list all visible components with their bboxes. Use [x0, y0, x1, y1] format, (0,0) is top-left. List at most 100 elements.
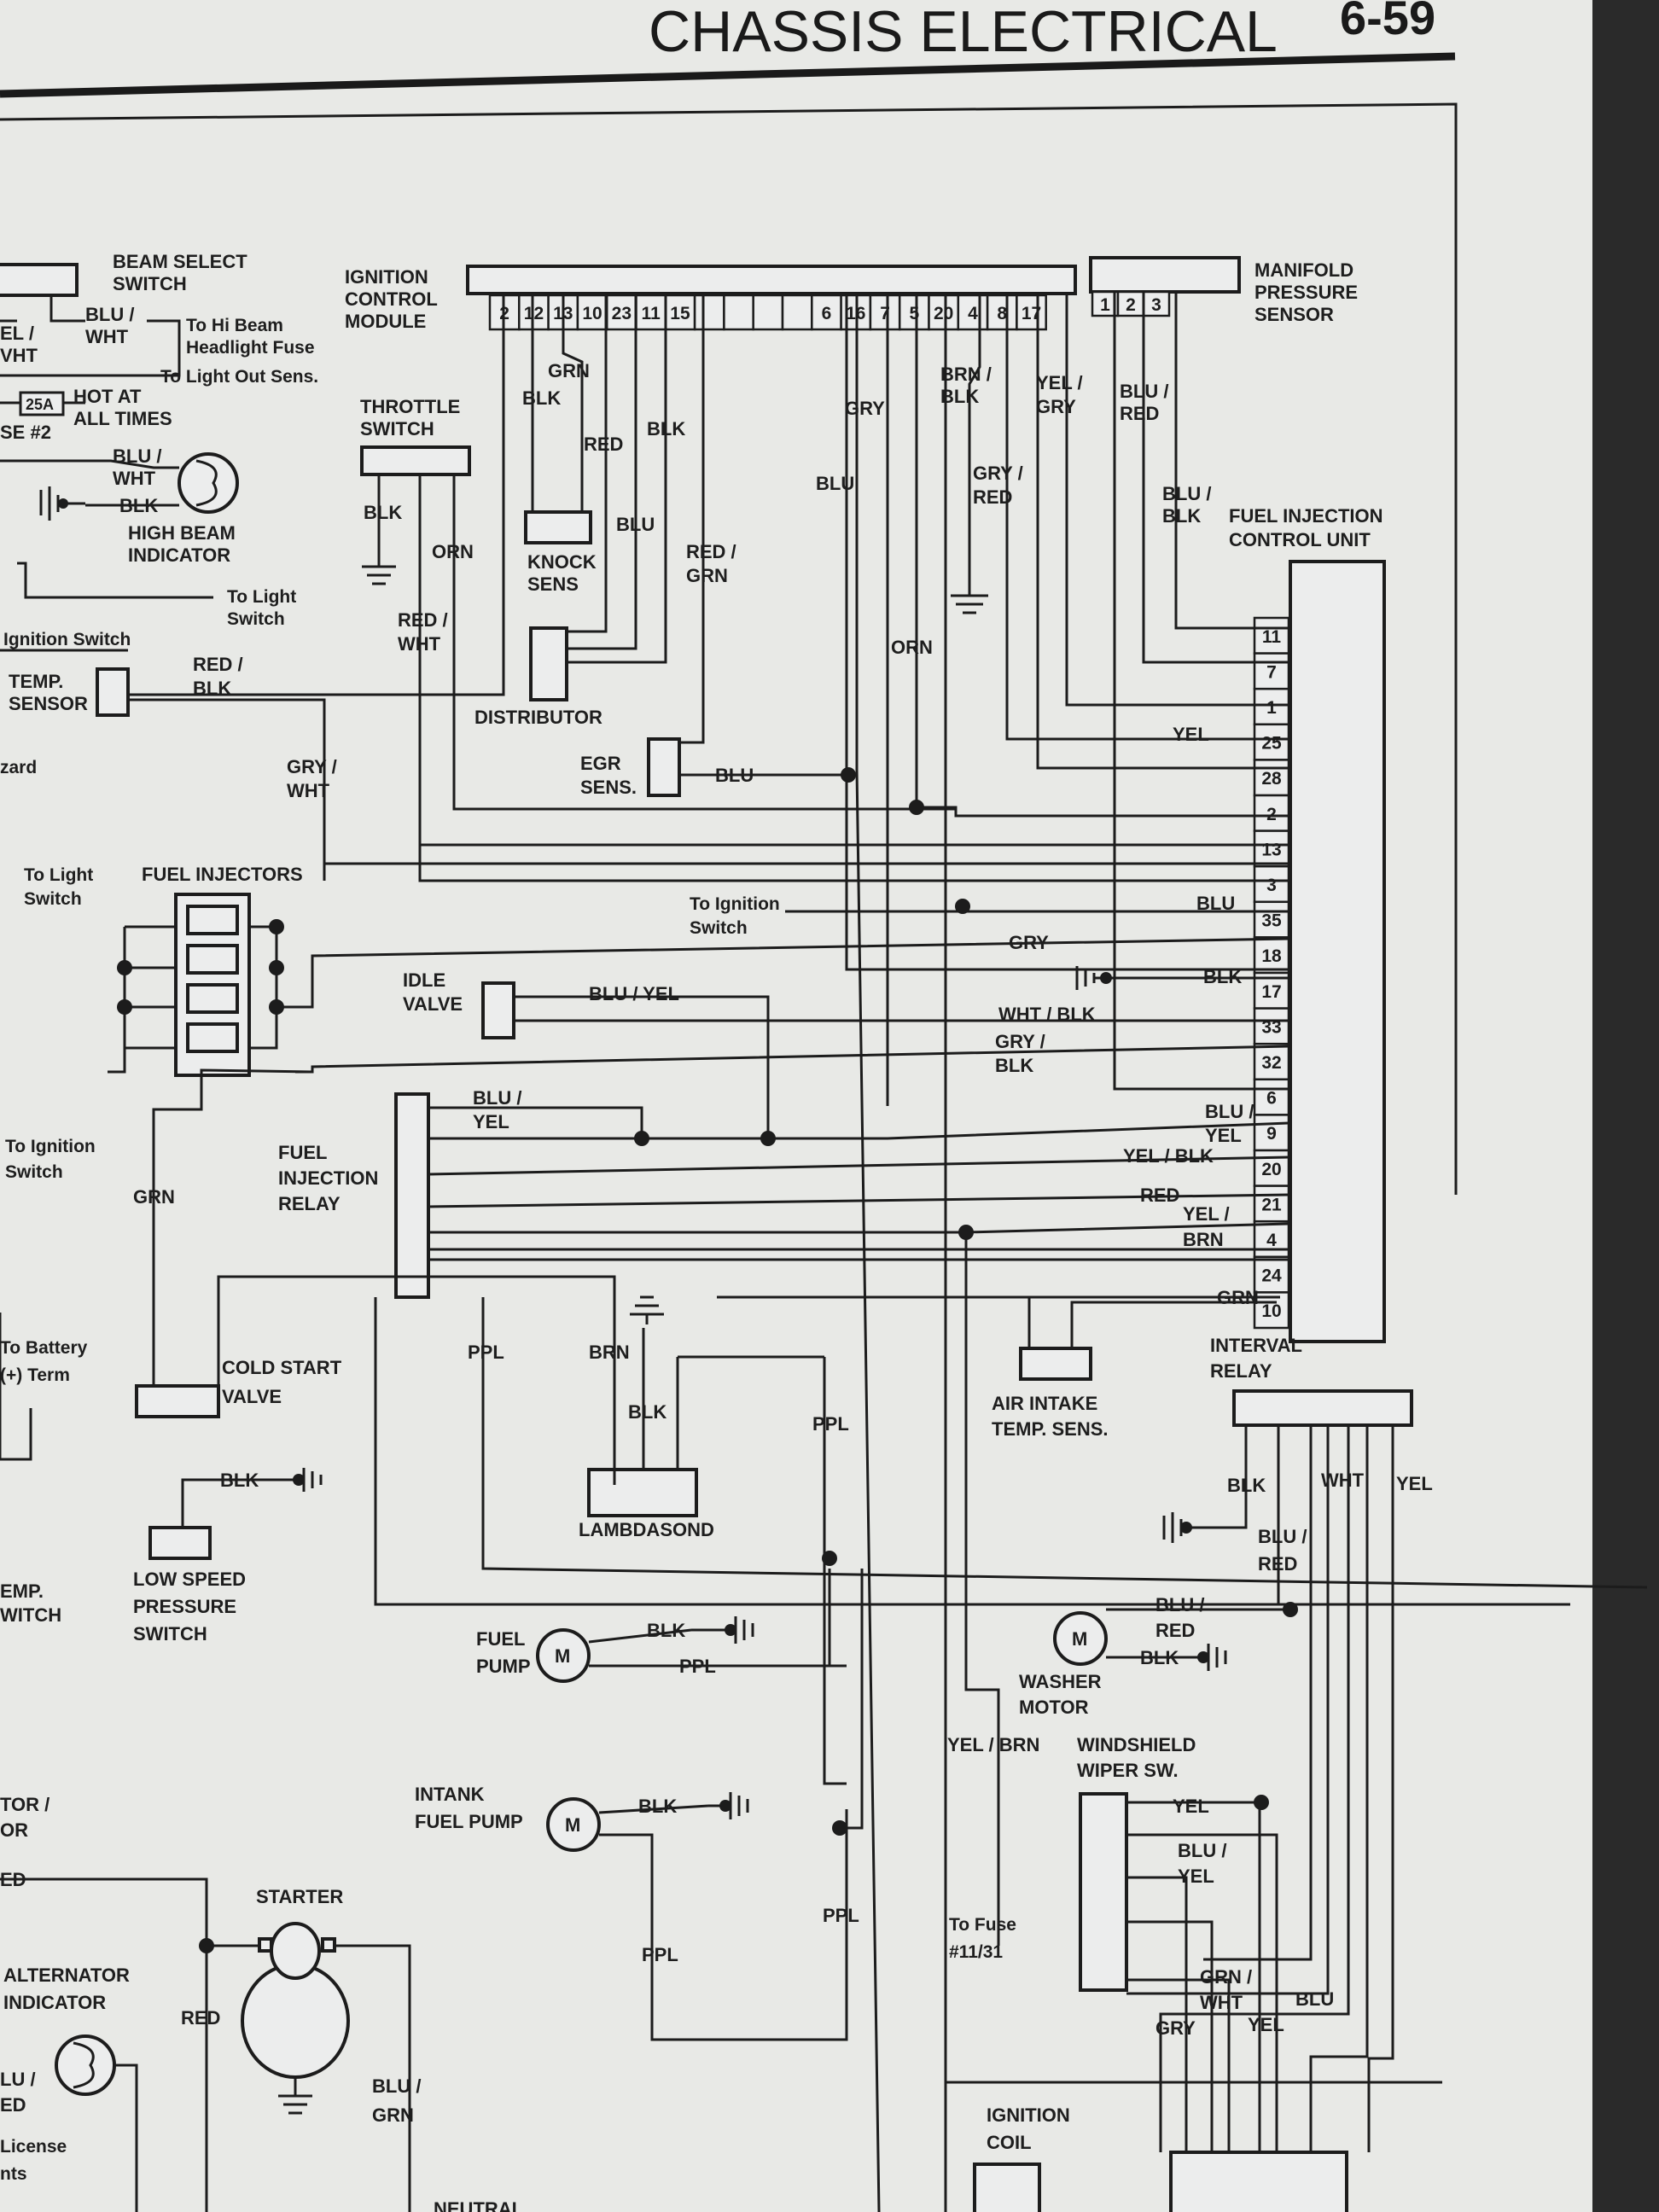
svg-text:RED: RED [584, 434, 623, 455]
wires [0, 292, 1648, 2212]
ecu-pin-label: 13 [1261, 840, 1281, 859]
ecu-pin-cell [1253, 900, 1290, 939]
svg-text:BLK: BLK [364, 502, 402, 523]
ignition-pin-cell [576, 294, 608, 331]
ground-starter [278, 2077, 312, 2115]
svg-text:WHT / BLK: WHT / BLK [998, 1004, 1096, 1025]
ignition-pin-label: 17 [1022, 304, 1041, 323]
ground-brn-blk [951, 589, 988, 614]
ecu-pin-cell [1253, 1185, 1290, 1223]
svg-text:BLU /YEL: BLU /YEL [473, 1087, 521, 1132]
distributor [529, 626, 568, 701]
svg-text:PPL: PPL [468, 1342, 504, 1363]
ignition-pin-label: 20 [934, 304, 953, 323]
ecu-pin-label: 6 [1266, 1089, 1277, 1109]
ignition-pin-cell [693, 294, 725, 331]
svg-text:BLU / YEL: BLU / YEL [589, 983, 679, 1004]
fuse-25a-label: 25A [26, 396, 54, 413]
svg-text:LU /ED: LU /ED [0, 2069, 36, 2116]
svg-text:BLK: BLK [119, 495, 158, 516]
fuel-injection-control-unit [1289, 560, 1386, 1343]
ecu-pin-label: 20 [1261, 1160, 1281, 1179]
ecu-pin-label: 17 [1261, 982, 1281, 1002]
idle-valve [481, 981, 515, 1039]
ecu-pin-cell [1253, 1042, 1290, 1081]
svg-text:BLU /YEL: BLU /YEL [1205, 1101, 1254, 1146]
ground-throttle-blk [362, 558, 396, 585]
svg-text:YEL: YEL [1173, 724, 1209, 745]
ecu-pin-label: 24 [1261, 1266, 1282, 1286]
svg-text:PPL: PPL [812, 1413, 849, 1435]
washer-motor [1053, 1611, 1108, 1666]
svg-text:BLU: BLU [715, 765, 754, 786]
washer-motor-m: M [1072, 1628, 1087, 1650]
injector-2 [186, 944, 239, 975]
svg-text:BLK: BLK [647, 418, 685, 439]
egr-sensor [647, 737, 681, 797]
svg-text:YEL: YEL [1396, 1473, 1433, 1494]
svg-text:BRN /BLK: BRN /BLK [940, 364, 992, 407]
low-speed-pressure-switch [148, 1526, 212, 1560]
ecu-pin-label: 28 [1261, 769, 1282, 789]
svg-text:YEL: YEL [1173, 1796, 1209, 1817]
svg-text:GRN: GRN [133, 1186, 175, 1208]
header-rule [0, 52, 1456, 98]
ecu-pin-cell [1253, 794, 1290, 832]
note-zard: zard [0, 758, 37, 777]
svg-text:BLU /RED: BLU /RED [1120, 381, 1168, 424]
svg-text:EL /VHT: EL /VHT [0, 323, 38, 366]
beam-select-switch [0, 263, 79, 297]
fuel-pump-motor [536, 1628, 591, 1683]
fuel-injection-relay [394, 1092, 430, 1299]
svg-text:YEL / BRN: YEL / BRN [947, 1734, 1039, 1755]
ignition-module-connector [466, 265, 1077, 295]
page-number: 6-59 [1340, 0, 1435, 44]
note-to-battery: To Battery(+) Term [0, 1338, 88, 1385]
ignition-pin-cell [986, 294, 1018, 331]
ecu-pin-label: 10 [1261, 1301, 1281, 1321]
svg-text:ORN: ORN [891, 637, 933, 658]
manifold-pressure-sensor [1089, 256, 1241, 294]
starter-body [241, 1963, 350, 2079]
starter-label: STARTER [256, 1886, 343, 1907]
svg-text:YEL / BLK: YEL / BLK [1123, 1145, 1214, 1167]
svg-text:BLK: BLK [628, 1401, 667, 1423]
svg-text:GRY: GRY [845, 398, 885, 419]
page-title: CHASSIS ELECTRICAL [649, 0, 1278, 64]
manifold-pin-label: 2 [1126, 295, 1136, 315]
wire-labels: EL /VHT BLU /WHT BLU /WHT BLK GRN BLK RE… [0, 304, 1433, 2126]
manifold-pin-label: 1 [1100, 295, 1110, 315]
starter-terminal-left [258, 1937, 273, 1953]
svg-text:BLU /RED: BLU /RED [1258, 1526, 1307, 1575]
svg-text:BLU /YEL: BLU /YEL [1178, 1840, 1226, 1887]
svg-text:GRY /BLK: GRY /BLK [995, 1031, 1045, 1076]
svg-text:ORN: ORN [432, 541, 474, 562]
svg-text:GRN /WHT: GRN /WHT [1200, 1966, 1252, 2013]
note-to-fuse: To Fuse#11/31 [949, 1915, 1016, 1962]
ecu-pin-label: 35 [1261, 911, 1282, 931]
alternator-indicator-lamp [55, 2034, 116, 2096]
manifold-pin-cell [1142, 290, 1171, 317]
fuel-pump-m: M [555, 1645, 570, 1667]
knock-sensor [524, 510, 592, 544]
lambdasond-label: LAMBDASOND [579, 1519, 714, 1540]
ecu-pin-label: 18 [1261, 946, 1282, 966]
note-ed: ED [0, 1869, 26, 1890]
